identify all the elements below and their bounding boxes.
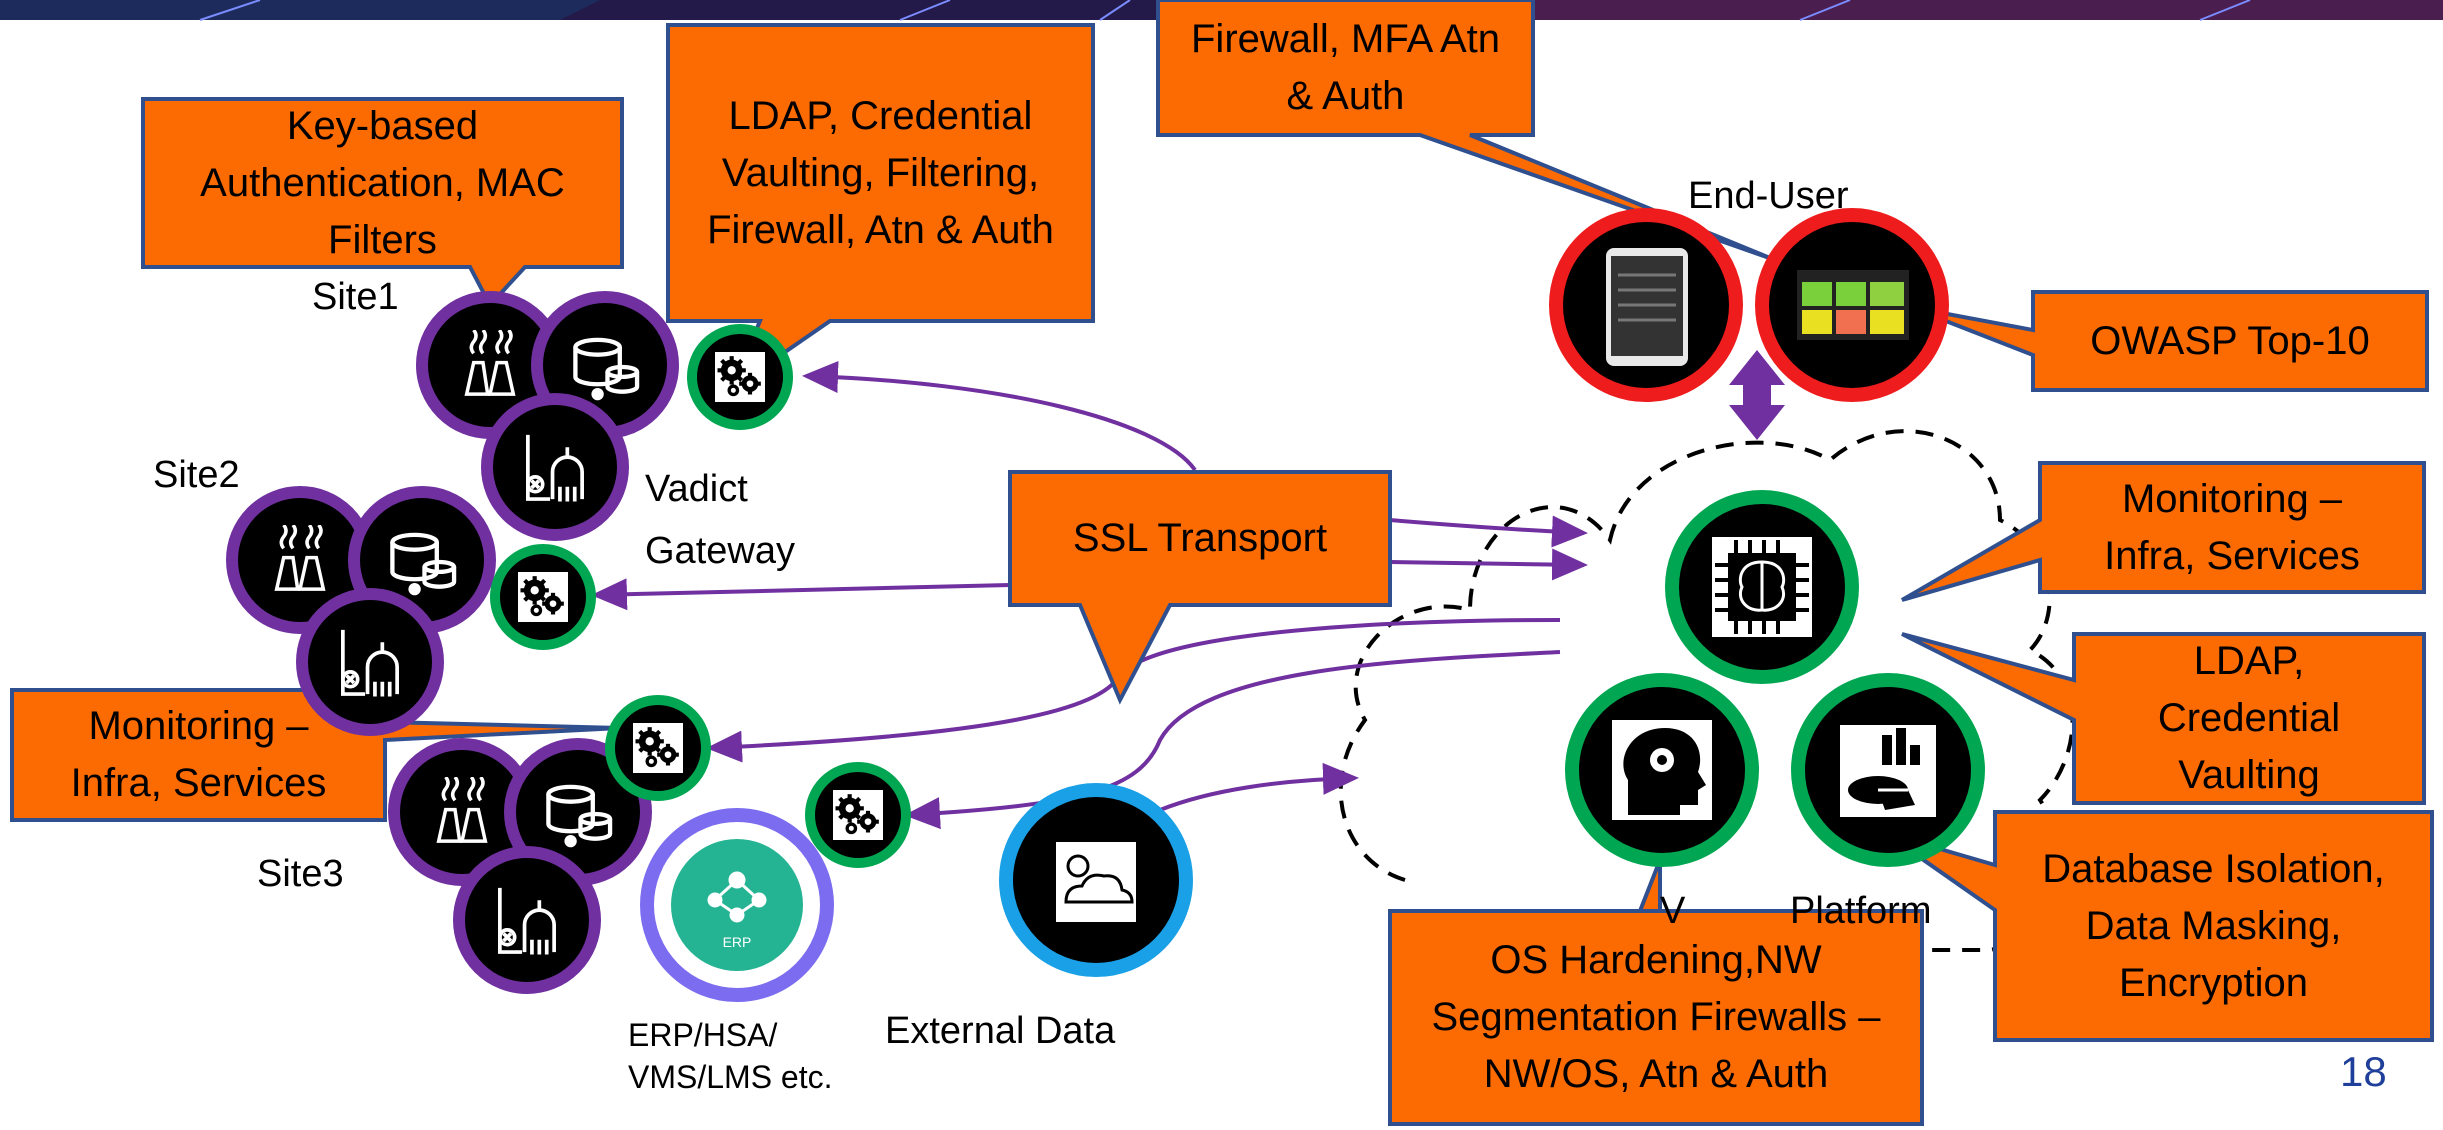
site1-cluster xyxy=(416,291,679,541)
brain-chip-node xyxy=(1665,490,1859,684)
label-site2: Site2 xyxy=(153,454,240,496)
arrow-ssl-to-cloud1 xyxy=(1389,515,1588,548)
label-site3: Site3 xyxy=(257,853,344,895)
arrow-ssl-to-cloud2 xyxy=(1389,548,1588,581)
label-platform: Platform xyxy=(1790,890,1932,932)
label-site1: Site1 xyxy=(312,276,399,318)
callout-owasp: OWASP Top-10 xyxy=(2090,318,2370,363)
callout-shapes xyxy=(10,0,2434,1126)
site3-cluster xyxy=(388,738,652,994)
callout-database-shape xyxy=(1883,810,2434,1042)
callout-ldap-right-shape xyxy=(1901,632,2426,805)
label-vadict-partial: V xyxy=(1660,890,1686,932)
site2-cluster xyxy=(226,486,496,736)
page-number: 18 xyxy=(2340,1048,2387,1095)
dashboard-node xyxy=(1755,208,1949,402)
callout-os-hardening: OS Hardening,NW Segmentation Firewalls –… xyxy=(1431,938,1881,1096)
erp-gateway xyxy=(805,762,911,868)
label-erp: ERP/HSA/ VMS/LMS etc. xyxy=(628,1017,833,1095)
callout-monitoring-right: Monitoring – Infra, Services xyxy=(2104,476,2360,578)
callout-database: Database Isolation, Data Masking, Encryp… xyxy=(2042,846,2385,1005)
callout-monitoring-right-shape xyxy=(1900,461,2426,602)
bidirectional-arrow xyxy=(1729,350,1785,440)
callout-ldap-right: LDAP, Credential Vaulting xyxy=(2157,639,2341,797)
callout-ldap-gateway: LDAP, Credential Vaulting, Filtering, Fi… xyxy=(707,93,1054,252)
callout-key-auth: Key-based Authentication, MAC Filters xyxy=(200,103,565,262)
label-external-data: External Data xyxy=(885,1010,1116,1052)
analytics-node xyxy=(1791,673,1985,867)
label-end-user: End-User xyxy=(1688,175,1849,217)
site2-gateway xyxy=(490,544,596,650)
arrow-to-gateway1 xyxy=(802,361,1197,472)
platform-cloud-outline xyxy=(1338,429,2075,952)
callout-firewall-mfa: Firewall, MFA Atn & Auth xyxy=(1191,16,1500,118)
site1-gateway xyxy=(687,324,793,430)
callout-os-hardening-shape xyxy=(1388,859,1924,1126)
callout-monitoring-left: Monitoring – Infra, Services xyxy=(70,704,327,805)
callout-owasp-shape xyxy=(1909,290,2429,392)
label-gateway: Vadict Gateway xyxy=(645,468,795,572)
callout-ssl: SSL Transport xyxy=(1072,516,1328,560)
svg-text:ERP: ERP xyxy=(723,934,752,950)
tablet-node xyxy=(1549,208,1743,402)
external-data-node xyxy=(999,783,1193,977)
head-gears-node xyxy=(1565,673,1759,867)
callout-ssl-shape xyxy=(1008,470,1392,705)
callout-firewall-shape xyxy=(1156,0,1776,262)
arrow-to-gateway2 xyxy=(591,578,1011,611)
site3-gateway xyxy=(605,695,711,801)
callout-key-auth-shape xyxy=(141,97,624,309)
arrow-external-to-cloud xyxy=(1159,762,1359,812)
erp-node: ERP xyxy=(640,808,834,1002)
